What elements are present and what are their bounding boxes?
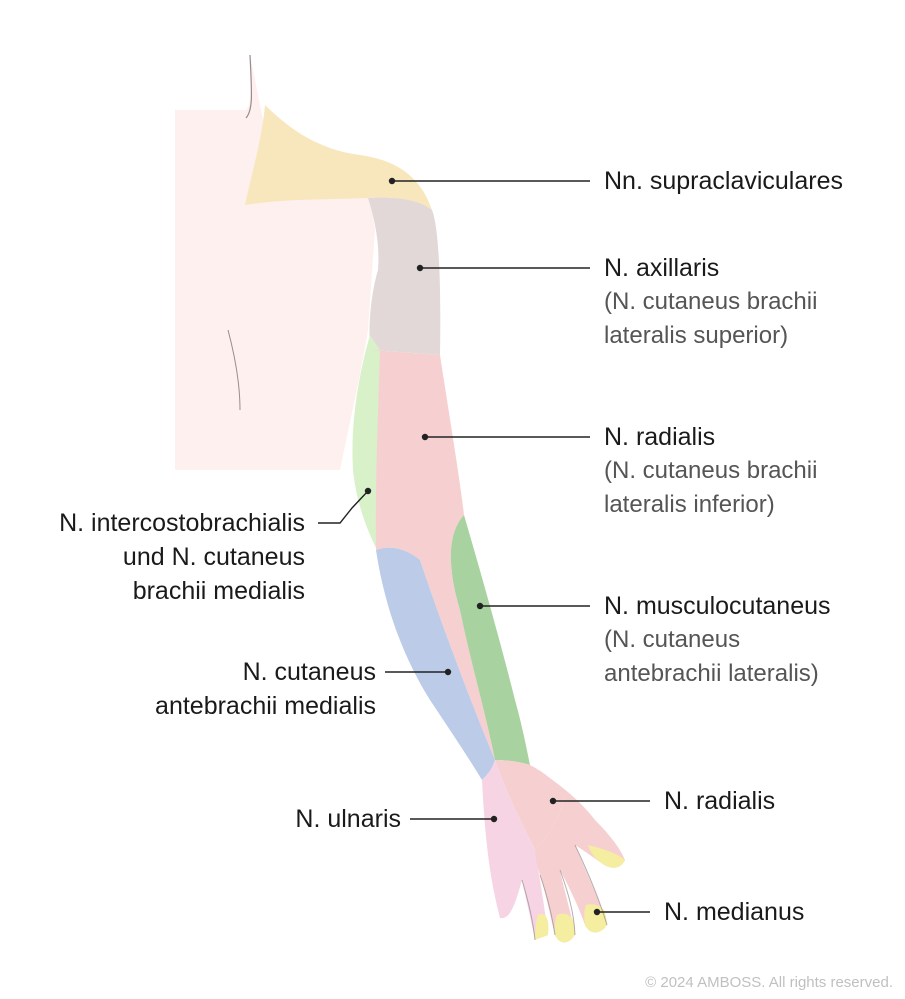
copyright-notice: © 2024 AMBOSS. All rights reserved. [645, 974, 893, 991]
radial-upper-region [370, 350, 495, 760]
label-radial-hand: N. radialis [664, 787, 776, 815]
label-musculocutaneous-sub1: (N. cutaneus [604, 626, 741, 653]
label-axillary: N. axillaris (N. cutaneus brachii latera… [604, 251, 817, 353]
label-musculocutaneous: N. musculocutaneus (N. cutaneus antebrac… [604, 589, 831, 691]
label-median: N. medianus [664, 898, 805, 926]
label-supraclavicular: Nn. supraclaviculares [604, 167, 843, 195]
musculocutaneous-region [450, 515, 530, 765]
label-radial-upper-sub1: (N. cutaneus brachii [604, 457, 818, 484]
label-musculocutaneous-sub2: antebrachii lateralis) [604, 660, 819, 687]
label-medial-antebrachial-line2: antebrachii medialis [155, 692, 376, 720]
label-intercostobrachial: N. intercostobrachialis und N. cutaneus … [59, 506, 305, 608]
label-axillary-sub1: (N. cutaneus brachii [604, 288, 818, 315]
radial-forearm-region [495, 760, 565, 850]
torso-contour [245, 54, 253, 119]
label-axillary-title: N. axillaris [604, 254, 720, 282]
label-intercostobrachial-line2: und N. cutaneus [122, 543, 305, 571]
label-intercostobrachial-line1: N. intercostobrachialis [59, 509, 305, 537]
label-medial-antebrachial-line1: N. cutaneus [242, 658, 376, 686]
medial-antebrachial-region [376, 547, 495, 780]
axillary-region [368, 197, 441, 355]
label-ulnar: N. ulnaris [295, 805, 401, 833]
median-middle-tip [554, 913, 575, 943]
finger-contours [521, 844, 608, 941]
chest-contour [227, 329, 241, 411]
leader-dots [364, 177, 601, 916]
label-radial-upper-title: N. radialis [604, 423, 716, 451]
ulnar-region [482, 760, 548, 940]
label-musculocutaneous-title: N. musculocutaneus [604, 592, 831, 620]
leader-lines [318, 180, 650, 913]
radial-hand-region [530, 765, 625, 943]
median-thumb-tip [588, 845, 625, 868]
label-radial-upper-sub2: lateralis inferior) [604, 491, 775, 518]
supraclavicular-region [245, 105, 432, 210]
label-intercostobrachial-line3: brachii medialis [132, 577, 305, 605]
label-radial-upper: N. radialis (N. cutaneus brachii lateral… [604, 420, 817, 522]
label-medial-antebrachial: N. cutaneus antebrachii medialis [155, 655, 376, 723]
median-index-tip [584, 904, 607, 933]
torso-region [175, 55, 375, 470]
label-axillary-sub2: lateralis superior) [604, 322, 789, 349]
median-ring-tip [535, 913, 549, 940]
